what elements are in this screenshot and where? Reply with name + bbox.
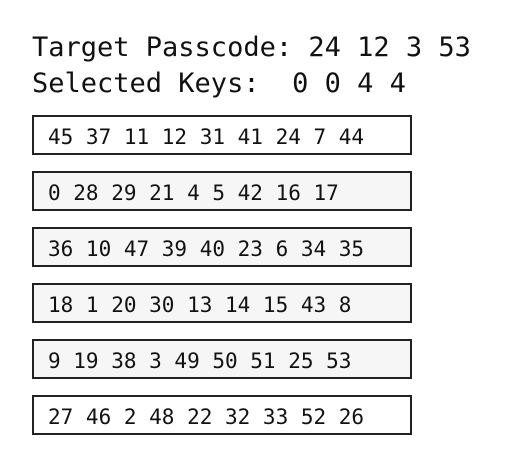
key-row-5[interactable]: 9 19 38 3 49 50 51 25 53 [32,339,412,379]
key-row-1[interactable]: 45 37 11 12 31 41 24 7 44 [32,115,412,155]
key-row-5-numbers: 9 19 38 3 49 50 51 25 53 [48,349,352,373]
target-passcode-label: Target Passcode: [32,32,293,63]
target-passcode-line: Target Passcode: 24 12 3 53 [32,34,471,61]
key-row-1-numbers: 45 37 11 12 31 41 24 7 44 [48,125,365,149]
key-row-6[interactable]: 27 46 2 48 22 32 33 52 26 [32,395,412,435]
key-row-3-numbers: 36 10 47 39 40 23 6 34 35 [48,237,365,261]
key-row-3[interactable]: 36 10 47 39 40 23 6 34 35 [32,227,412,267]
selected-keys-value: 0 0 4 4 [292,68,406,99]
key-row-4[interactable]: 18 1 20 30 13 14 15 43 8 [32,283,412,323]
key-row-6-numbers: 27 46 2 48 22 32 33 52 26 [48,405,365,429]
selected-keys-line: Selected Keys: 0 0 4 4 [32,70,406,97]
key-row-4-numbers: 18 1 20 30 13 14 15 43 8 [48,293,352,317]
target-passcode-value: 24 12 3 53 [308,32,471,63]
selected-keys-label: Selected Keys: [32,68,260,99]
key-row-2[interactable]: 0 28 29 21 4 5 42 16 17 [32,171,412,211]
key-row-2-numbers: 0 28 29 21 4 5 42 16 17 [48,181,339,205]
